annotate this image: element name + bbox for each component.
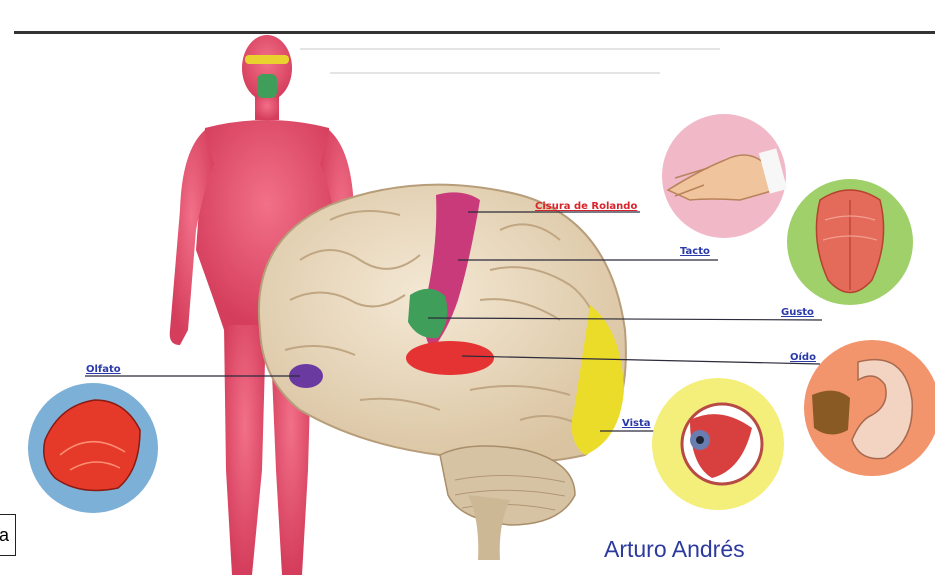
face-eye-band	[245, 55, 289, 64]
label-vista: Vista	[622, 418, 650, 429]
label-oido: Oído	[790, 352, 816, 363]
label-olfato: Olfato	[86, 364, 121, 375]
eye-icon	[652, 378, 784, 510]
ear-icon	[804, 340, 935, 476]
author-signature: Arturo Andrés	[604, 536, 745, 563]
edge-fragment: a	[0, 514, 16, 556]
face-mouth-area	[257, 74, 277, 98]
brain	[259, 185, 626, 560]
label-tacto: Tacto	[680, 246, 710, 257]
nose-icon	[28, 383, 158, 513]
oido-area	[406, 341, 494, 375]
tongue-icon	[787, 179, 913, 305]
label-gusto: Gusto	[781, 307, 814, 318]
label-cisura: Cisura de Rolando	[535, 201, 637, 212]
hand-touch-icon	[662, 114, 787, 238]
